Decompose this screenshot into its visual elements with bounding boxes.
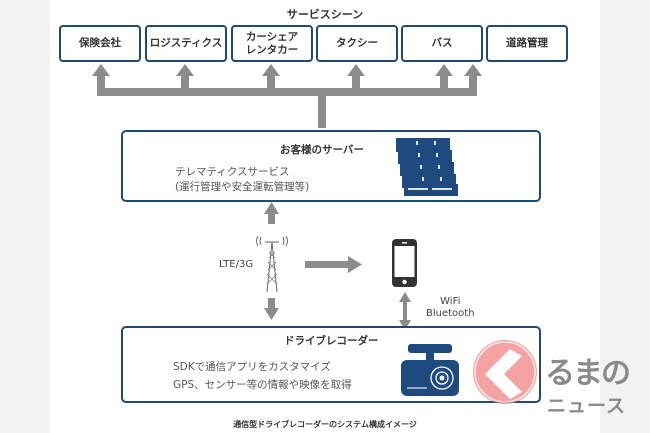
recorder-box — [121, 326, 541, 403]
service-label: 道路管理 — [506, 37, 548, 49]
service-box-bus: バス — [401, 25, 483, 62]
service-label-line1: カーシェア — [245, 30, 299, 43]
kuruma-logo-icon — [473, 340, 537, 404]
arrow-phone-recorder — [399, 292, 411, 330]
server-title: お客様のサーバー — [280, 144, 364, 156]
arrow-to-insurance — [92, 64, 110, 92]
recorder-line1: SDKで通信アプリをカスタマイズ — [173, 361, 331, 373]
server-rack-icon — [396, 138, 458, 196]
arrow-tower-to-server — [264, 202, 279, 224]
wifi-label: WiFi — [440, 296, 461, 307]
server-line1: テレマティクスサービス — [175, 166, 290, 178]
arrow-tower-to-recorder — [264, 298, 279, 320]
dashcam-icon — [401, 344, 459, 396]
arrow-to-road — [464, 64, 482, 92]
service-label: 保険会社 — [79, 37, 121, 49]
distribution-bar — [97, 88, 477, 96]
service-label-line2: レンタカー — [245, 43, 299, 56]
smartphone-icon — [392, 239, 417, 287]
service-box-road-management: 道路管理 — [486, 25, 568, 62]
service-box-taxi: タクシー — [316, 25, 398, 62]
server-line2: (運行管理や安全運転管理等) — [175, 181, 310, 193]
recorder-line2: GPS、センサー等の情報や映像を取得 — [173, 379, 352, 391]
watermark-line2: ニュース — [547, 395, 627, 417]
arrow-tower-to-phone — [305, 256, 362, 273]
wireless-labels: WiFi Bluetooth — [426, 296, 475, 320]
recorder-title: ドライブレコーダー — [284, 335, 379, 347]
cell-tower-icon — [256, 235, 288, 293]
lte-label: LTE/3G — [219, 259, 254, 270]
trunk-line — [318, 92, 326, 128]
recorder-description: SDKで通信アプリをカスタマイズ GPS、センサー等の情報や映像を取得 — [173, 358, 352, 394]
diagram-caption: 通信型ドライブレコーダーのシステム構成イメージ — [233, 420, 417, 429]
server-description: テレマティクスサービス (運行管理や安全運転管理等) — [175, 165, 309, 195]
service-box-logistics: ロジスティクス — [145, 25, 227, 62]
service-box-insurance: 保険会社 — [59, 25, 141, 62]
service-label: バス — [431, 37, 453, 49]
bluetooth-label: Bluetooth — [426, 308, 475, 319]
service-scene-title: サービスシーン — [286, 8, 364, 21]
service-label: ロジスティクス — [149, 37, 223, 49]
arrow-to-carshare — [262, 64, 280, 92]
arrow-to-logistics — [176, 64, 194, 92]
service-label: タクシー — [336, 37, 378, 49]
server-box — [121, 130, 541, 202]
watermark-line1: るまの — [545, 356, 631, 391]
service-box-carshare: カーシェアレンタカー — [231, 25, 313, 62]
arrow-to-taxi — [347, 64, 365, 92]
arrow-to-bus — [435, 64, 453, 92]
